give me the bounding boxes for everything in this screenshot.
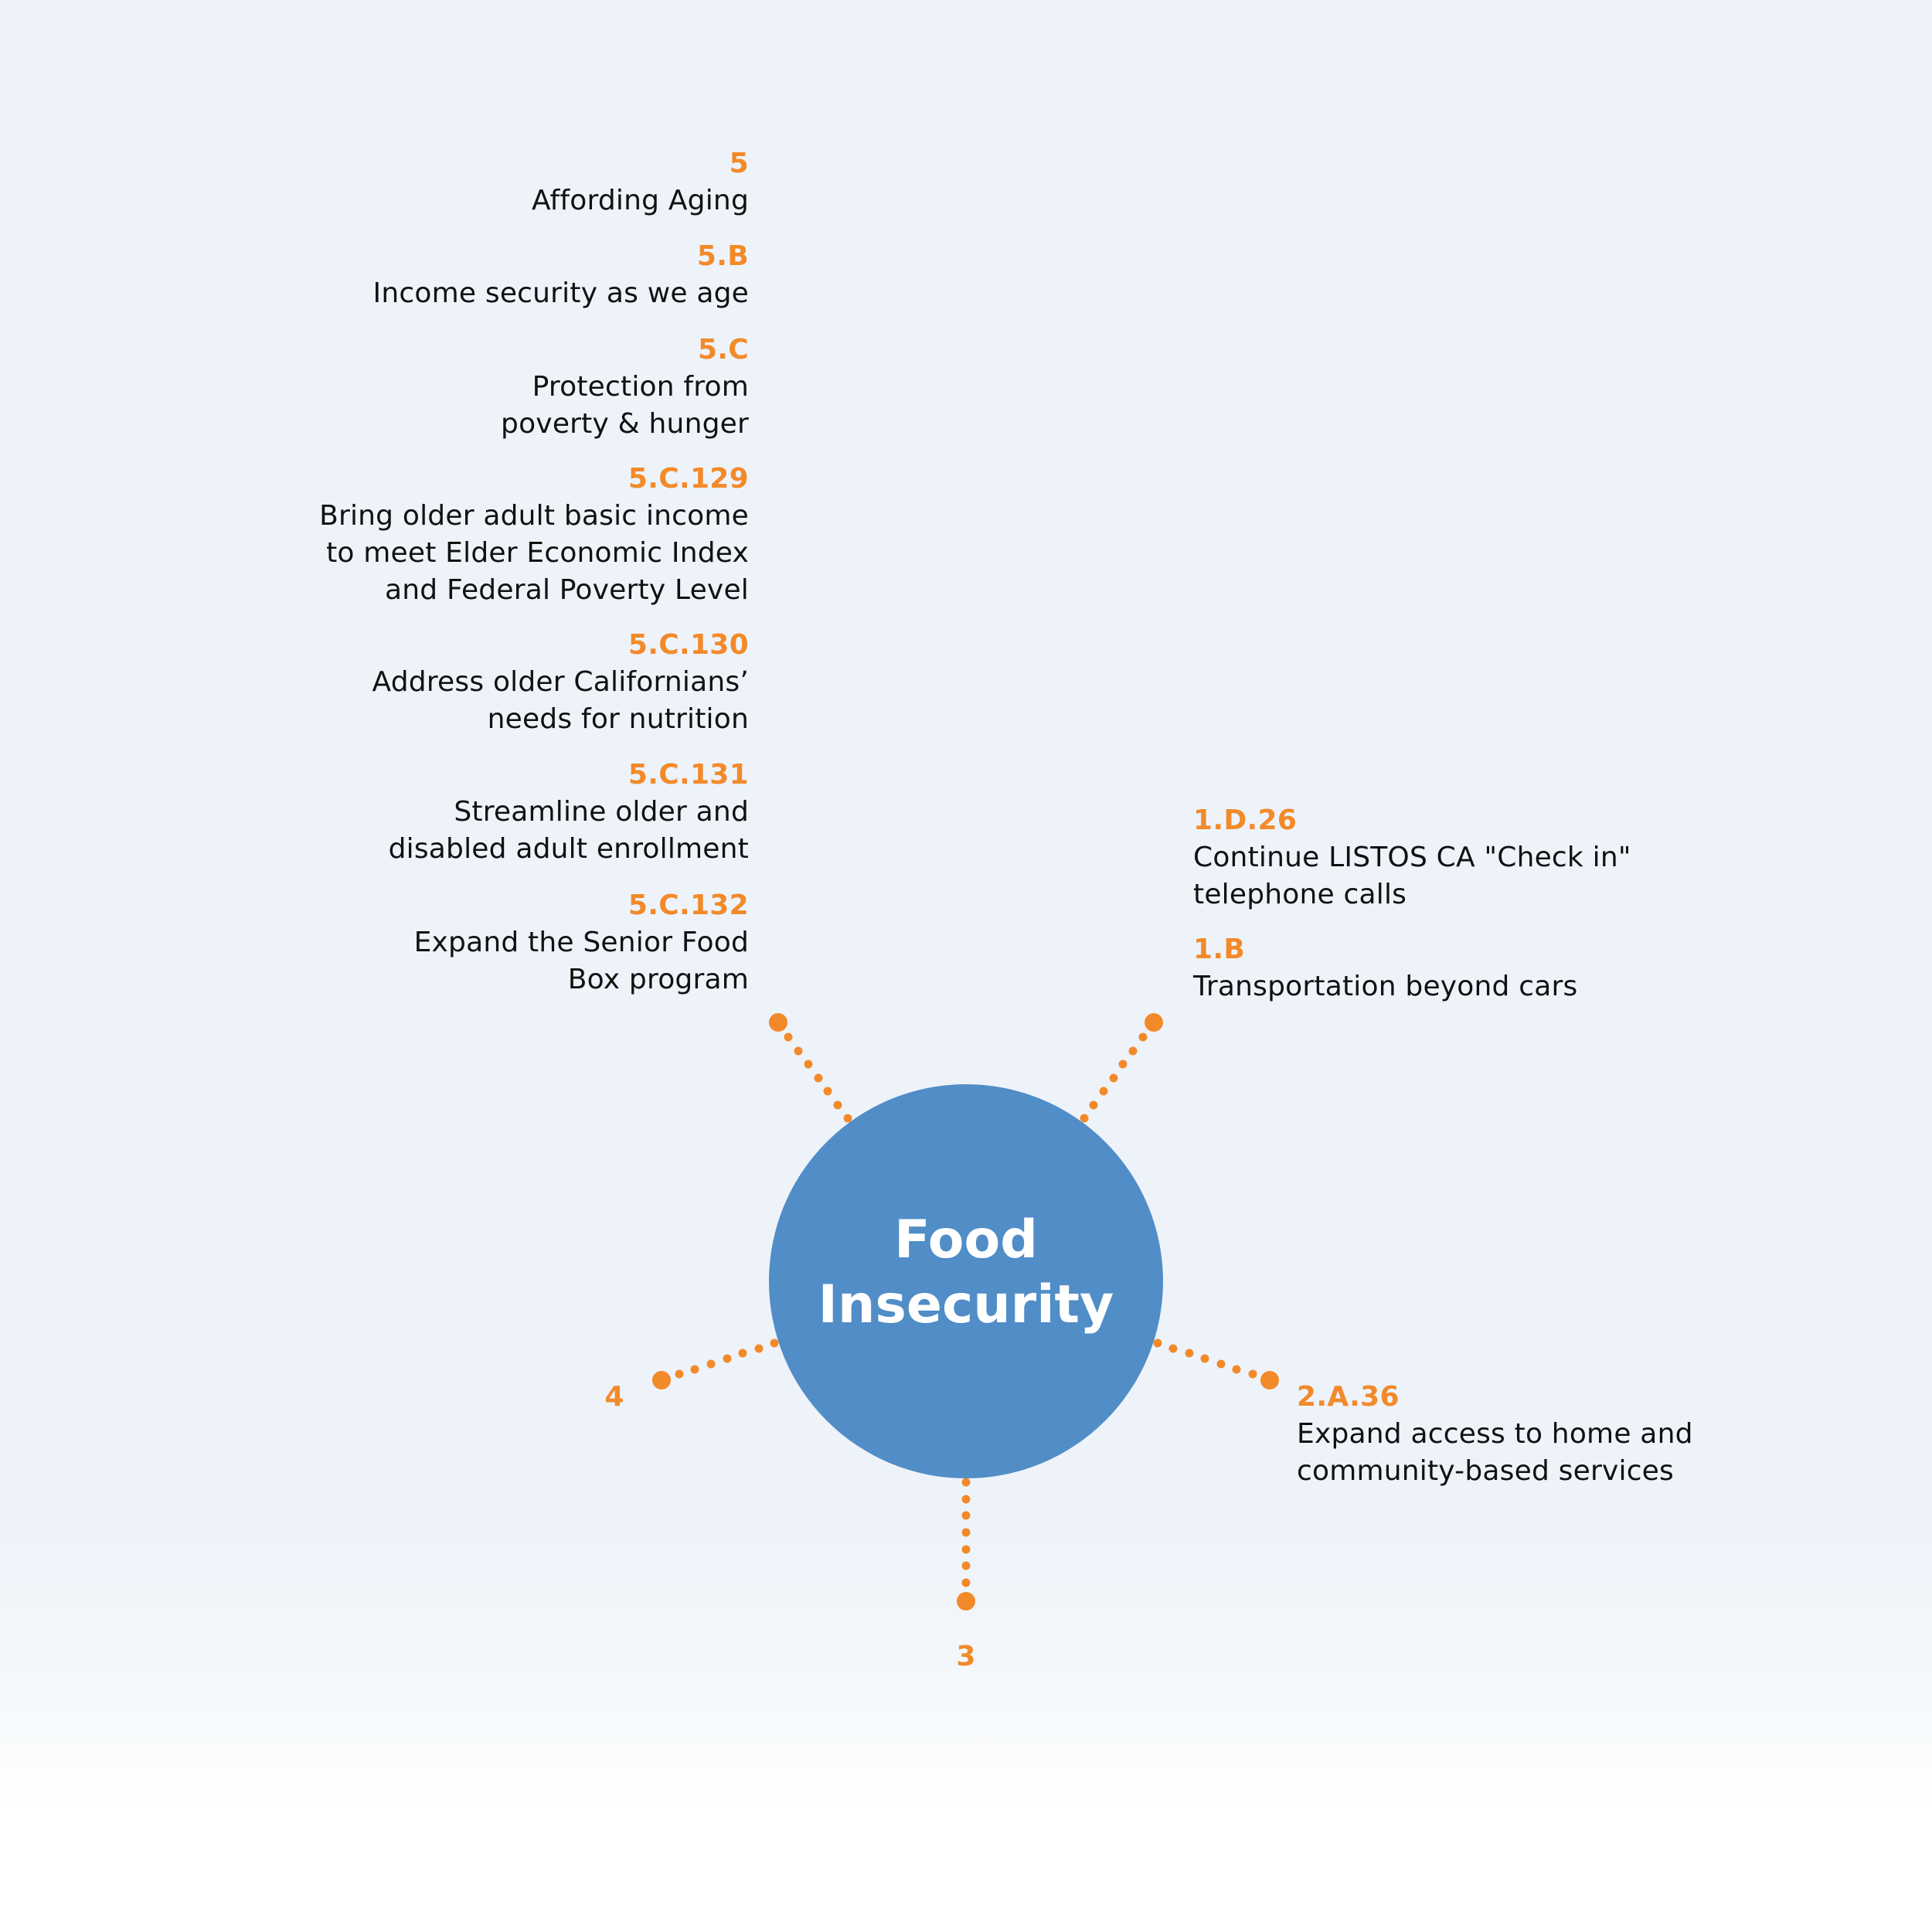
item-description: Bring older adult basic income <box>319 500 749 532</box>
node-dot-right <box>1260 1371 1279 1389</box>
branch-item-1b: 1.B Transportation beyond cars <box>1193 931 1577 1005</box>
item-code: 5.C.130 <box>628 629 749 661</box>
item-code: 5.C.129 <box>628 463 749 495</box>
hub-title-line1: Food <box>894 1209 1038 1270</box>
branch-item-5c: 5.C Protection from poverty & hunger <box>501 332 749 443</box>
spoke-left <box>652 1338 779 1389</box>
item-description: to meet Elder Economic Index <box>326 537 749 569</box>
item-code: 4 <box>604 1381 624 1413</box>
spoke-right <box>1153 1338 1279 1389</box>
branch-item-4: 4 <box>591 1379 638 1416</box>
spoke-upper-right <box>1080 1013 1163 1123</box>
item-code: 5 <box>729 148 749 179</box>
item-description: disabled adult enrollment <box>388 833 749 865</box>
item-code: 2.A.36 <box>1297 1381 1400 1413</box>
item-code: 5.C.131 <box>628 759 749 791</box>
branch-item-5b: 5.B Income security as we age <box>373 238 749 312</box>
node-dot-upper-left <box>769 1013 787 1032</box>
item-description: poverty & hunger <box>501 408 749 440</box>
item-description: and Federal Poverty Level <box>385 574 749 606</box>
item-description: Expand access to home and <box>1297 1418 1693 1450</box>
spoke-upper-left <box>769 1013 852 1123</box>
item-code: 1.B <box>1193 934 1246 965</box>
item-description: community-based services <box>1297 1455 1674 1487</box>
hub-title-line2: Insecurity <box>818 1274 1114 1335</box>
node-dot-upper-right <box>1145 1013 1163 1032</box>
item-code: 5.C <box>697 334 749 366</box>
item-description: Continue LISTOS CA "Check in" <box>1193 842 1631 873</box>
branch-item-3: 3 <box>943 1638 989 1675</box>
branch-item-1d26: 1.D.26 Continue LISTOS CA "Check in" tel… <box>1193 802 1631 913</box>
node-dot-left <box>652 1371 671 1389</box>
item-description: Income security as we age <box>372 277 749 309</box>
hub-circle: Food Insecurity <box>769 1084 1163 1478</box>
branch-item-5c131: 5.C.131 Streamline older and disabled ad… <box>389 757 749 868</box>
item-description: Protection from <box>532 371 749 403</box>
item-code: 3 <box>956 1641 976 1672</box>
item-description: Streamline older and <box>454 796 749 828</box>
item-description: Box program <box>567 964 749 995</box>
node-dot-bottom <box>957 1592 975 1611</box>
item-description: Address older Californians’ <box>372 666 749 698</box>
item-code: 5.B <box>696 240 749 272</box>
spoke-bottom <box>957 1478 975 1611</box>
item-description: Affording Aging <box>532 185 749 216</box>
item-description: needs for nutrition <box>487 703 749 735</box>
item-code: 1.D.26 <box>1193 804 1298 836</box>
hub-title: Food Insecurity <box>818 1208 1114 1338</box>
item-code: 5.C.132 <box>628 889 749 921</box>
item-description: telephone calls <box>1193 879 1407 910</box>
item-description: Expand the Senior Food <box>413 927 749 958</box>
branch-item-5c129: 5.C.129 Bring older adult basic income t… <box>319 461 749 609</box>
branch-item-5c132: 5.C.132 Expand the Senior Food Box progr… <box>414 887 749 998</box>
branch-item-5: 5 Affording Aging <box>532 145 749 219</box>
branch-item-5c130: 5.C.130 Address older Californians’ need… <box>372 627 749 738</box>
branch-item-2a36: 2.A.36 Expand access to home and communi… <box>1297 1379 1693 1490</box>
item-description: Transportation beyond cars <box>1193 971 1578 1002</box>
